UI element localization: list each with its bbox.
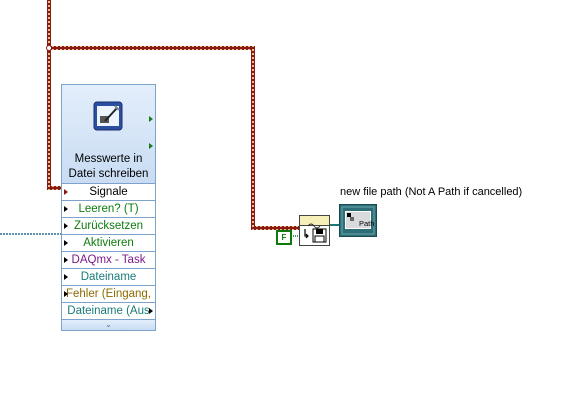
output-arrow-icon (149, 116, 153, 122)
output-arrow-icon (149, 308, 153, 314)
input-arrow-icon (64, 240, 68, 246)
file-dialog-vi-header (300, 216, 329, 229)
path-indicator-terminal[interactable]: Path (339, 204, 377, 237)
path-frame-icon (341, 206, 375, 235)
terminal-daqmx-task[interactable]: DAQmx - Task (62, 251, 155, 268)
waveform-icon (307, 223, 321, 229)
output-arrow-icon (149, 143, 153, 149)
terminal-signale[interactable]: Signale (62, 183, 155, 200)
terminal-leeren[interactable]: Leeren? (T) (62, 200, 155, 217)
terminal-fehler-eingang[interactable]: Fehler (Eingang, (62, 285, 155, 302)
input-arrow-icon (64, 189, 68, 195)
terminal-expander-handle[interactable]: ⌄ (62, 319, 155, 330)
path-indicator-label: new file path (Not A Path if cancelled) (340, 186, 523, 198)
terminal-aktivieren[interactable]: Aktivieren (62, 234, 155, 251)
file-dialog-vi[interactable] (299, 215, 330, 246)
input-arrow-icon (64, 257, 68, 263)
terminal-dateiname-ausgang[interactable]: Dateiname (Aus (62, 302, 155, 319)
input-arrow-icon (64, 223, 68, 229)
path-indicator-display: Path (345, 211, 375, 229)
input-arrow-icon (64, 291, 68, 297)
path-indicator-icon-text: Path (359, 219, 375, 228)
input-arrow-icon (64, 274, 68, 280)
false-constant[interactable]: F (276, 230, 292, 245)
express-vi-title: Messwerte in Datei schreiben (68, 153, 149, 180)
error-cluster-wire[interactable] (47, 0, 299, 230)
file-path-icon (347, 213, 354, 221)
terminal-dateiname[interactable]: Dateiname (62, 268, 155, 285)
express-vi-terminal-list: Signale Leeren? (T) Zurücksetzen Aktivie… (61, 183, 156, 331)
write-measurement-file-express-vi[interactable]: Messwerte in Datei schreiben (61, 84, 156, 184)
terminal-zuruecksetzen[interactable]: Zurücksetzen (62, 217, 155, 234)
write-file-icon (93, 101, 123, 131)
save-dialog-icon (304, 228, 327, 243)
wire-junction (46, 45, 52, 51)
input-arrow-icon (64, 206, 68, 212)
